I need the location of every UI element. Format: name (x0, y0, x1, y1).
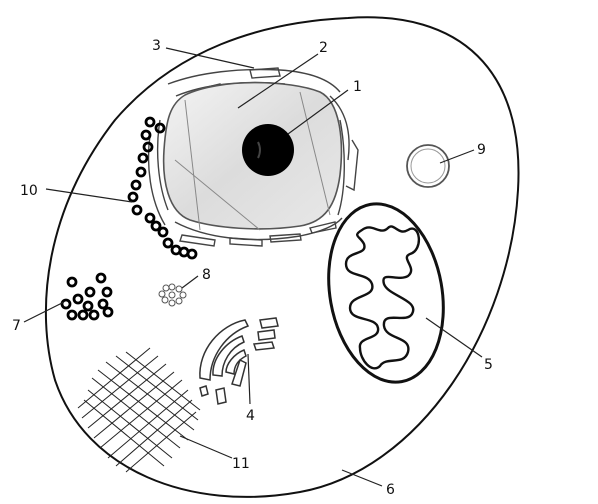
label-3: 3 (152, 38, 161, 54)
label-9: 9 (477, 142, 486, 158)
label-10: 10 (20, 183, 38, 199)
label-4: 4 (246, 408, 255, 424)
vacuole (407, 145, 449, 187)
label-6: 6 (386, 482, 395, 498)
label-1: 1 (353, 79, 362, 95)
label-11: 11 (232, 456, 250, 472)
nucleolus (242, 124, 294, 176)
label-7: 7 (12, 318, 21, 334)
label-2: 2 (319, 40, 328, 56)
label-8: 8 (202, 267, 211, 283)
label-5: 5 (484, 357, 493, 373)
